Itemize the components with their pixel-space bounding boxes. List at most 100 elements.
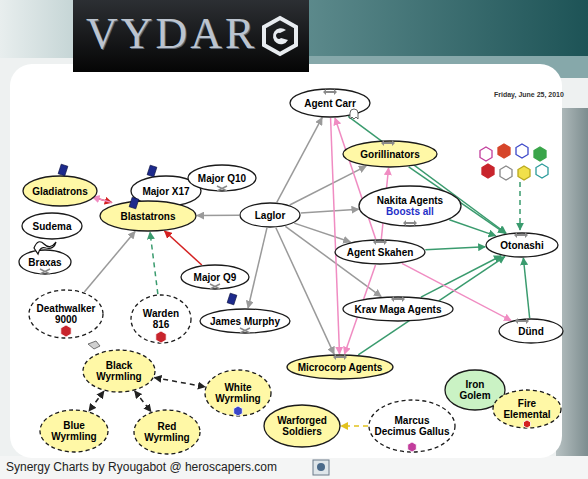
node-ellipse — [100, 201, 196, 231]
synergy-arrow — [150, 232, 158, 294]
synergy-node: Major Q10 — [187, 164, 257, 192]
logo-swirl — [273, 28, 288, 44]
caption-icon-dot — [317, 463, 325, 471]
node-label: Nakita Agents — [377, 195, 443, 206]
double-arrow-icon — [373, 239, 387, 245]
synergy-node: Microcorp Agents — [286, 354, 394, 380]
node-ellipse — [493, 390, 561, 428]
node-label: Deathwalker 9000 — [34, 303, 98, 325]
synergy-node: Agent Skahen — [334, 239, 426, 265]
node-note: Boosts all — [386, 206, 434, 217]
node-label: Major X17 — [142, 186, 189, 197]
node-ellipse — [359, 186, 461, 226]
synergy-arrow — [92, 197, 112, 203]
node-ellipse — [188, 165, 256, 191]
node-label: Sudema — [33, 221, 72, 232]
synergy-node: White Wyrmling — [204, 369, 272, 417]
double-arrow-icons — [323, 89, 529, 360]
node-label: Microcorp Agents — [298, 362, 383, 373]
node-label: Major Q9 — [194, 272, 237, 283]
ghost-icon — [350, 109, 358, 119]
chart-panel — [10, 64, 562, 458]
sword-icons — [40, 186, 250, 333]
node-label: White Wyrmling — [210, 382, 266, 404]
synergy-node: Major Q9 — [180, 264, 250, 290]
faction-hex — [234, 406, 243, 416]
synergy-node: Braxas — [18, 249, 72, 275]
synergy-node: Red Wyrmling — [133, 409, 201, 455]
logo-hex — [264, 18, 296, 54]
sword-icon — [240, 328, 250, 333]
node-ellipse — [200, 309, 290, 333]
node-ellipse — [22, 213, 82, 239]
synergy-node: Fire Elemental — [492, 389, 562, 429]
faction-hex — [480, 147, 492, 161]
node-label: James Murphy — [210, 316, 280, 327]
double-arrow-icon — [323, 89, 337, 95]
synergy-arrow — [89, 391, 104, 411]
card-icon — [58, 164, 68, 176]
node-ellipse — [499, 319, 563, 343]
node-label: Warden 816 — [136, 308, 186, 330]
node-ellipse — [287, 355, 393, 379]
double-arrow-icon — [391, 296, 405, 302]
card-icons — [58, 164, 237, 305]
sword-icon — [210, 284, 220, 289]
node-label: Krav Maga Agents — [355, 304, 442, 315]
synergy-node: Deathwalker 9000 — [28, 289, 104, 339]
synergy-node: Gladiatrons — [22, 175, 98, 207]
synergy-arrow — [341, 425, 368, 427]
node-label: Dünd — [518, 326, 544, 337]
synergy-node: Blastatrons — [99, 200, 197, 232]
faction-hex — [534, 147, 546, 161]
synergy-arrow — [331, 118, 340, 354]
sword-icon — [40, 269, 50, 274]
logo-box — [73, 0, 309, 72]
synergy-node: Krav Maga Agents — [342, 296, 454, 322]
node-label: Iron Golem — [450, 379, 500, 401]
faction-hex — [156, 331, 166, 343]
node-ellipse — [23, 176, 97, 206]
node-label: Black Wyrmling — [88, 360, 150, 382]
date-label: Friday, June 25, 2010 — [494, 91, 564, 98]
faction-hex — [524, 420, 531, 428]
node-ellipse — [181, 265, 249, 289]
synergy-node: James Murphy — [199, 308, 291, 334]
synergy-arrow — [523, 258, 529, 318]
synergy-node: Nakita AgentsBoosts all — [358, 185, 462, 227]
node-ellipse — [290, 89, 370, 117]
synergy-arrow — [348, 116, 506, 233]
node-ellipse — [486, 233, 558, 257]
synergy-node: Blue Wyrmling — [39, 409, 109, 453]
faction-hex — [498, 144, 510, 158]
card-icon — [227, 293, 237, 305]
node-ellipse — [369, 400, 455, 452]
node-label: Warforged Soldiers — [269, 415, 335, 437]
node-label: Marcus Decimus Gallus — [374, 415, 450, 437]
footer-strip — [0, 456, 588, 479]
double-arrow-icon — [403, 220, 417, 226]
synergy-node: Agent Carr — [289, 88, 371, 118]
node-ellipse — [83, 350, 155, 392]
node-label: Gladiatrons — [32, 186, 88, 197]
synergy-node: Marcus Decimus Gallus — [368, 399, 456, 453]
faction-hex — [61, 325, 71, 337]
double-arrow-icon — [381, 140, 395, 146]
node-ellipse — [131, 295, 191, 343]
faction-cluster — [480, 144, 548, 180]
faction-hex — [536, 164, 548, 178]
node-label: Braxas — [28, 257, 61, 268]
hand-icon — [88, 341, 100, 349]
synergy-arrow — [425, 247, 485, 250]
synergy-arrow — [84, 231, 135, 292]
node-ellipse — [343, 141, 437, 167]
faction-hex — [408, 442, 417, 452]
node-ellipse — [205, 370, 271, 416]
faction-hex — [518, 166, 530, 180]
card-icon — [129, 197, 139, 209]
synergy-arrow — [301, 209, 359, 213]
node-ellipse — [335, 240, 425, 264]
